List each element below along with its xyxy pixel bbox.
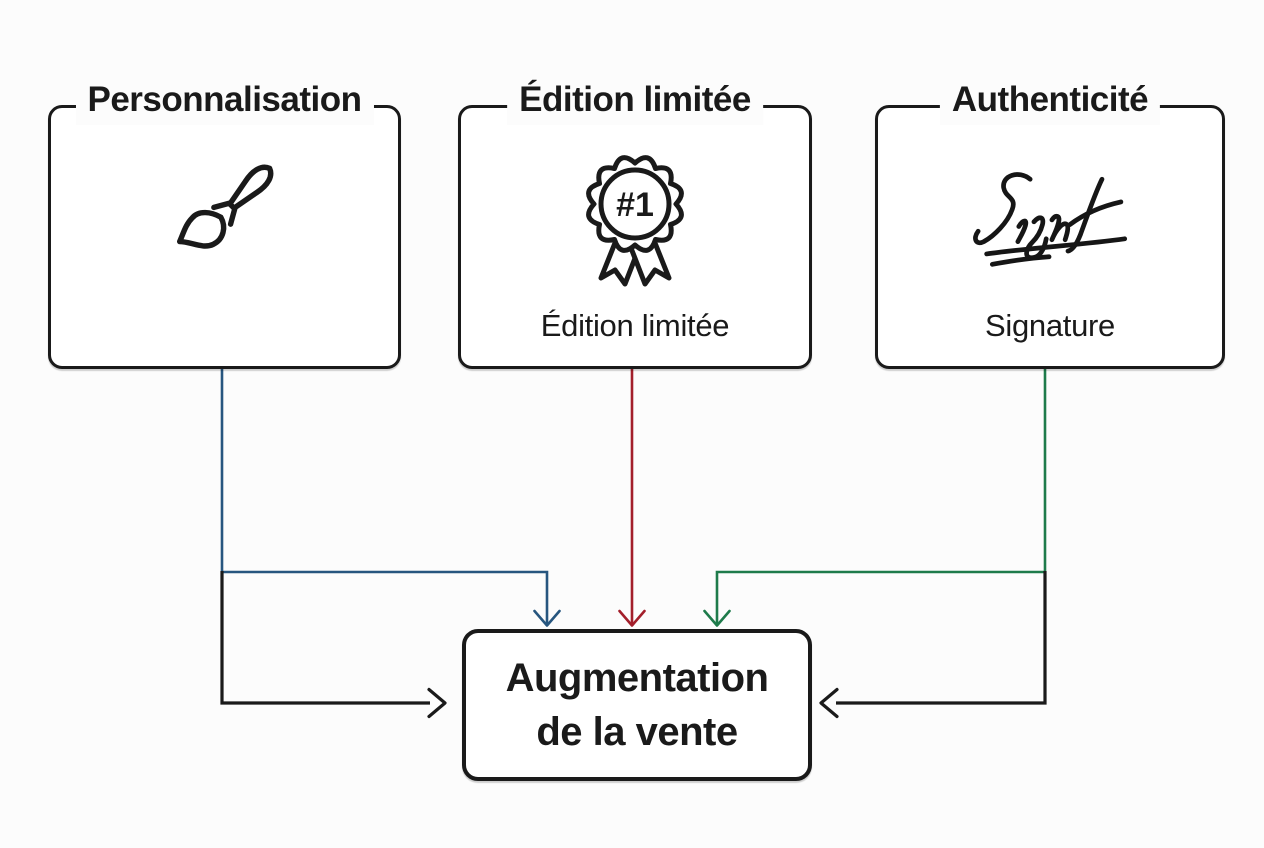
node-personnalisation-title: Personnalisation	[75, 75, 374, 125]
node-augmentation-title-line2: de la vente	[536, 710, 738, 754]
arrowhead-down-icon	[533, 609, 561, 627]
node-authenticite-title: Authenticité	[939, 75, 1161, 125]
edge-line	[220, 362, 549, 624]
edge-personnalisation-side-to-augmentation-black	[220, 571, 447, 719]
edge-personnalisation-to-augmentation-blue	[220, 362, 561, 627]
rosette-inner-circle	[598, 167, 672, 241]
edge-edition-to-augmentation-red	[618, 362, 646, 627]
node-augmentation-title-line1: Augmentation	[505, 656, 769, 700]
node-augmentation: Augmentation de la vente	[462, 629, 812, 781]
arrowhead-left-icon	[819, 687, 839, 719]
edge-line	[836, 571, 1047, 705]
node-authenticite-caption: Signature	[984, 308, 1115, 343]
edge-line	[220, 571, 430, 705]
arrowhead-right-icon	[427, 687, 447, 719]
node-edition-caption: Édition limitée	[540, 308, 730, 343]
arrowhead-down-icon	[618, 609, 646, 627]
paintbrush-icon	[176, 164, 273, 249]
edge-line	[715, 362, 1047, 624]
node-augmentation-title: Augmentation de la vente	[506, 651, 769, 759]
signature-icon	[973, 172, 1128, 267]
edge-authenticite-to-augmentation-green	[703, 362, 1047, 627]
award-rosette-icon: #1	[586, 155, 684, 287]
badge-rank-label: #1	[616, 186, 654, 224]
node-authenticite: Authenticité Signature	[875, 75, 1225, 369]
node-edition-limitee: Édition limitée #1 Édition limitée	[458, 75, 812, 369]
node-edition-title: Édition limitée	[507, 75, 763, 125]
node-personnalisation: Personnalisation	[48, 75, 401, 369]
edge-authenticite-side-to-augmentation-black	[819, 571, 1047, 719]
arrowhead-down-icon	[703, 609, 731, 627]
